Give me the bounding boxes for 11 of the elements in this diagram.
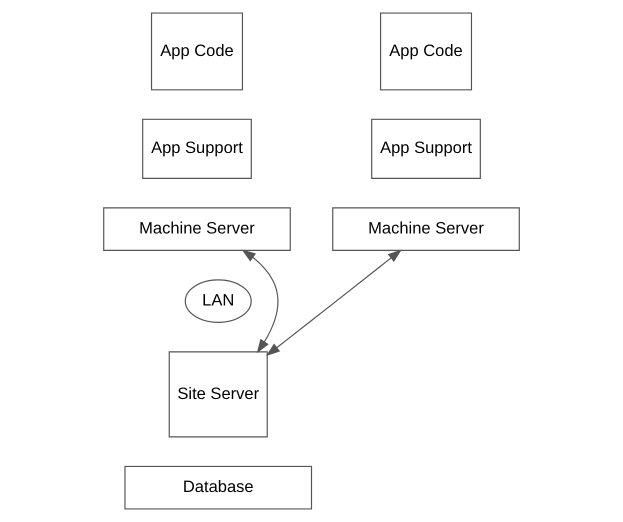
node-box: App Code: [380, 12, 472, 90]
node-box: Machine Server: [103, 207, 291, 251]
node-box: Machine Server: [332, 207, 520, 251]
node-box: Database: [124, 466, 312, 510]
node-box: App Support: [142, 118, 252, 179]
arrow: [266, 249, 402, 356]
arrow: [242, 249, 278, 354]
node-ellipse: LAN: [184, 279, 252, 323]
node-box: Site Server: [168, 351, 268, 438]
node-box: App Code: [150, 12, 244, 90]
node-box: App Support: [371, 118, 481, 179]
